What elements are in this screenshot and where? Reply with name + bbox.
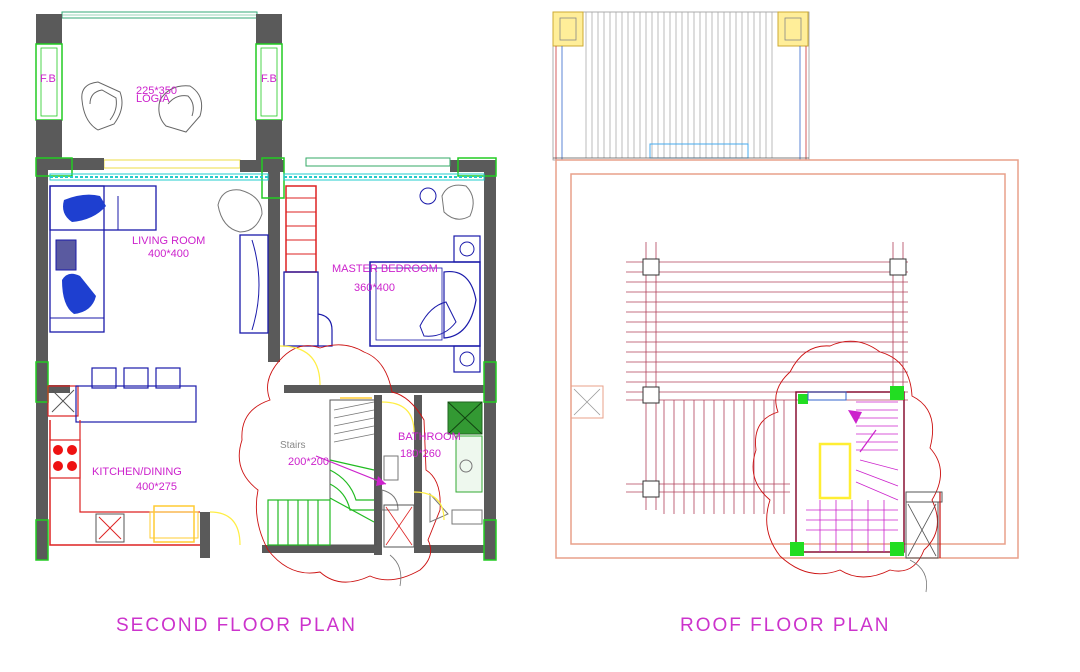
loggia-chair-left (81, 81, 123, 131)
second-floor-caption: SECOND FLOOR PLAN (116, 615, 357, 636)
bathroom-size: 180*260 (400, 448, 441, 460)
bathroom-fixtures: BATHROOM 180*260 (381, 401, 483, 587)
living-name: LIVING ROOM (132, 235, 205, 247)
master-name: MASTER BEDROOM (332, 263, 438, 275)
fb-left-label: F.B (40, 73, 56, 85)
door-swings (209, 345, 445, 546)
loggia-size: 225*350 (136, 85, 177, 97)
windows (49, 157, 485, 181)
outer-walls (36, 158, 496, 560)
roof-outline (555, 159, 1019, 559)
kitchen-size: 400*275 (136, 481, 177, 493)
roof-revision-cloud (752, 340, 941, 578)
roof-floor-caption: ROOF FLOOR PLAN (680, 615, 891, 636)
kitchen-name: KITCHEN/DINING (92, 466, 182, 478)
bedroom-furniture (283, 184, 481, 373)
revision-cloud (238, 344, 441, 583)
sofa-cushion-top (63, 194, 106, 222)
roof-stairs (752, 340, 943, 593)
stairs-name: Stairs (280, 440, 306, 451)
armchair (217, 189, 263, 233)
loggia-chair-right (158, 85, 203, 133)
kitchen-furniture (47, 367, 200, 546)
roof-pergola (626, 242, 908, 514)
stairs-size: 200*200 (288, 456, 329, 468)
living-furniture (49, 185, 269, 334)
roof-floor-plan: ROOF FLOOR PLAN (552, 11, 1019, 636)
fb-right-label: F.B (261, 73, 277, 85)
master-size: 360*400 (354, 282, 395, 294)
second-floor-plan: F.B F.B 225*350 LOGIA (35, 11, 497, 636)
loggia-name: LOGIA (136, 93, 170, 105)
bathroom-name: BATHROOM (398, 431, 461, 443)
stairs: Stairs 200*200 (238, 344, 441, 583)
sofa-cushion-bottom (62, 273, 96, 314)
living-size: 400*400 (148, 248, 189, 260)
